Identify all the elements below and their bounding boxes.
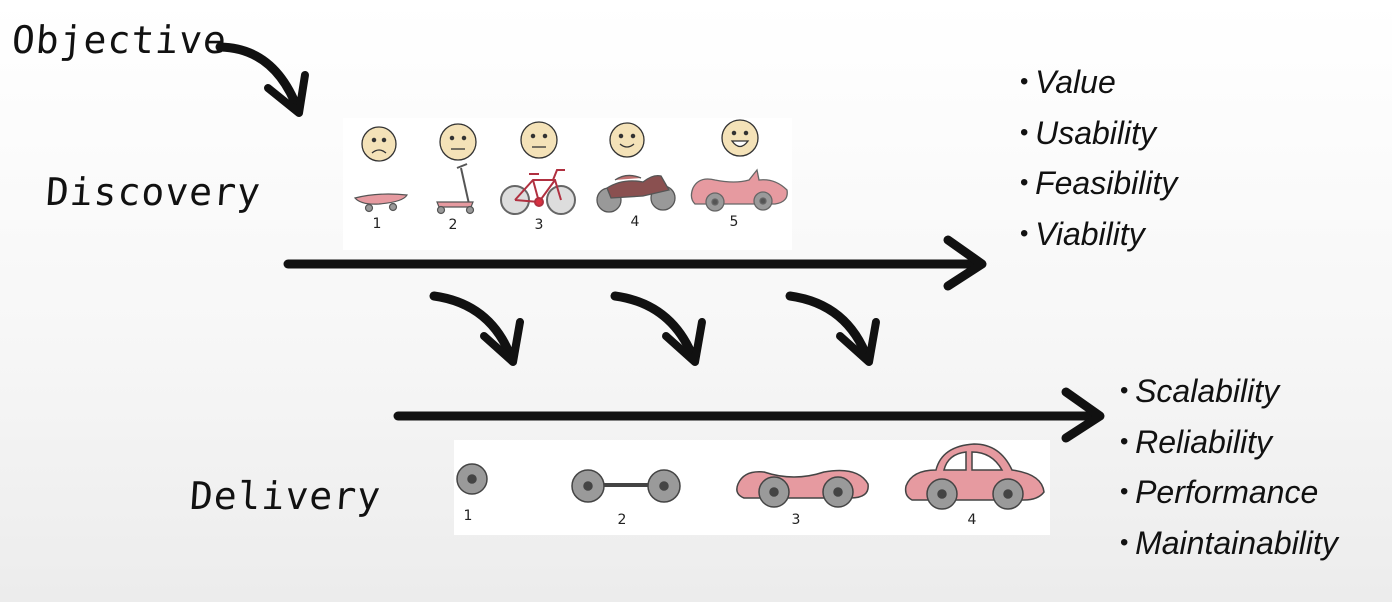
discovery-step-number: 5 (729, 214, 739, 230)
quality-item: Reliability (1120, 417, 1338, 468)
delivery-step-number: 3 (791, 512, 801, 528)
objective-curved-arrow (215, 42, 303, 115)
neutral-face-icon (439, 123, 477, 161)
handoff-arrow-1 (429, 291, 517, 365)
quality-item: Viability (1020, 209, 1177, 260)
objective-arrowhead (264, 71, 309, 117)
sad-face-icon (361, 126, 397, 162)
quality-item: Scalability (1120, 366, 1338, 417)
quality-item: Usability (1020, 108, 1177, 159)
quality-item: Value (1020, 57, 1177, 108)
discovery-illustration-panel: 1 2 3 4 5 (343, 118, 792, 250)
delivery-step-number: 1 (463, 508, 473, 524)
handoff-arrow-3 (785, 291, 873, 365)
quality-item: Feasibility (1020, 158, 1177, 209)
handoff-arrowhead-3 (836, 318, 880, 366)
discovery-step-number: 1 (372, 216, 382, 232)
chassis-icon (736, 469, 869, 508)
neutral-face-icon (520, 121, 558, 159)
handoff-arrowhead-1 (480, 318, 524, 366)
bicycle-icon (500, 169, 576, 215)
smile-face-icon (609, 122, 645, 158)
motorcycle-icon (596, 174, 676, 213)
big-smile-face-icon (721, 119, 759, 157)
delivery-qualities-list: Scalability Reliability Performance Main… (1120, 366, 1338, 568)
handoff-arrowhead-2 (662, 318, 706, 366)
scooter-icon (436, 163, 475, 215)
discovery-qualities-list: Value Usability Feasibility Viability (1020, 57, 1177, 259)
discovery-step-number: 3 (534, 217, 544, 233)
discovery-track-arrowhead (943, 235, 987, 291)
car-icon (904, 443, 1045, 510)
handoff-arrow-2 (610, 291, 699, 365)
convertible-car-icon (690, 168, 788, 212)
skateboard-icon (353, 193, 408, 213)
discovery-step-number: 4 (630, 214, 640, 230)
discovery-step-number: 2 (448, 217, 458, 233)
delivery-illustration-panel: 1 2 3 4 (454, 440, 1050, 535)
quality-item: Performance (1120, 467, 1338, 518)
quality-item: Maintainability (1120, 518, 1338, 569)
delivery-step-number: 4 (967, 512, 977, 528)
wheel-icon (456, 463, 488, 495)
axle-icon (571, 469, 681, 503)
delivery-step-number: 2 (617, 512, 627, 528)
delivery-track-arrowhead (1061, 387, 1105, 443)
